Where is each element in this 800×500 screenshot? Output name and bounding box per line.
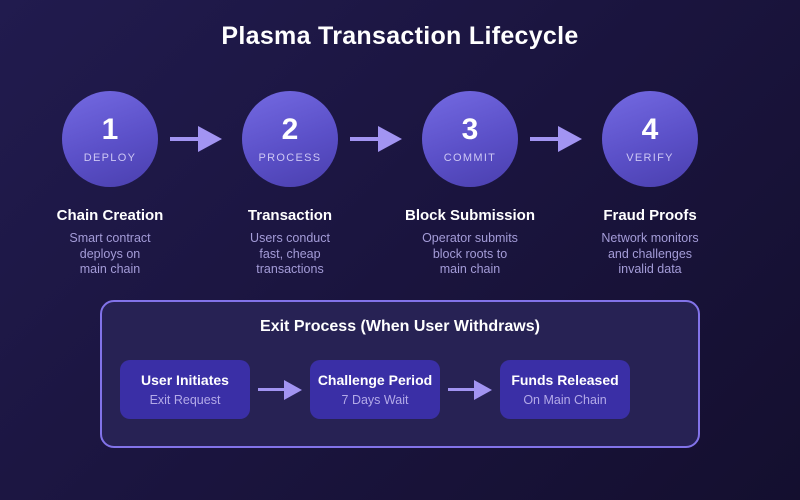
exit-step-subtitle: 7 Days Wait	[341, 393, 409, 407]
exit-step-funds-released: Funds Released On Main Chain	[500, 360, 630, 419]
step-stage-label: PROCESS	[258, 151, 322, 164]
step-circle-1: 1 DEPLOY	[62, 91, 158, 187]
exit-process-panel: Exit Process (When User Withdraws) User …	[100, 300, 700, 448]
arrow-right-icon	[530, 126, 582, 152]
arrow-shaft	[350, 137, 378, 141]
step-number: 1	[101, 112, 119, 146]
exit-process-title: Exit Process (When User Withdraws)	[260, 318, 540, 335]
lifecycle-step-verify: 4 VERIFY Fraud Proofs Network monitors a…	[560, 91, 740, 278]
exit-step-title: Funds Released	[511, 372, 619, 388]
lifecycle-step-process: 2 PROCESS Transaction Users conduct fast…	[200, 91, 380, 278]
step-number: 2	[281, 112, 299, 146]
arrow-head	[474, 379, 492, 400]
lifecycle-step-deploy: 1 DEPLOY Chain Creation Smart contract d…	[20, 91, 200, 278]
arrow-shaft	[170, 137, 198, 141]
exit-step-subtitle: On Main Chain	[523, 393, 607, 407]
step-circle-2: 2 PROCESS	[242, 91, 338, 187]
step-stage-label: DEPLOY	[83, 151, 137, 164]
exit-step-challenge-period: Challenge Period 7 Days Wait	[310, 360, 440, 419]
exit-step-subtitle: Exit Request	[149, 393, 221, 407]
step-circle-4: 4 VERIFY	[602, 91, 698, 187]
exit-step-user-initiates: User Initiates Exit Request	[120, 360, 250, 419]
exit-step-title: Challenge Period	[317, 372, 433, 388]
step-circle-3: 3 COMMIT	[422, 91, 518, 187]
arrow-right-icon	[440, 379, 500, 400]
exit-process-row: User Initiates Exit Request Challenge Pe…	[120, 360, 630, 419]
step-number: 4	[641, 112, 659, 146]
arrow-shaft	[258, 388, 284, 391]
step-title: Block Submission	[404, 207, 536, 224]
step-title: Chain Creation	[56, 207, 164, 224]
step-description: Users conduct fast, cheap transactions	[250, 231, 330, 276]
exit-step-title: User Initiates	[141, 372, 229, 388]
step-number: 3	[461, 112, 479, 146]
arrow-head	[378, 126, 402, 152]
step-description: Operator submits block roots to main cha…	[422, 231, 518, 276]
step-stage-label: VERIFY	[626, 151, 674, 164]
arrow-head	[284, 379, 302, 400]
step-title: Fraud Proofs	[603, 207, 697, 224]
step-title: Transaction	[247, 207, 333, 224]
arrow-shaft	[448, 388, 474, 391]
arrow-right-icon	[350, 126, 402, 152]
page-title: Plasma Transaction Lifecycle	[221, 22, 579, 50]
step-description: Network monitors and challenges invalid …	[601, 231, 699, 276]
step-stage-label: COMMIT	[443, 151, 497, 164]
arrow-head	[558, 126, 582, 152]
arrow-shaft	[530, 137, 558, 141]
arrow-head	[198, 126, 222, 152]
lifecycle-steps-row: 1 DEPLOY Chain Creation Smart contract d…	[20, 91, 740, 278]
lifecycle-step-commit: 3 COMMIT Block Submission Operator submi…	[380, 91, 560, 278]
arrow-right-icon	[170, 126, 222, 152]
step-description: Smart contract deploys on main chain	[69, 231, 151, 276]
arrow-right-icon	[250, 379, 310, 400]
